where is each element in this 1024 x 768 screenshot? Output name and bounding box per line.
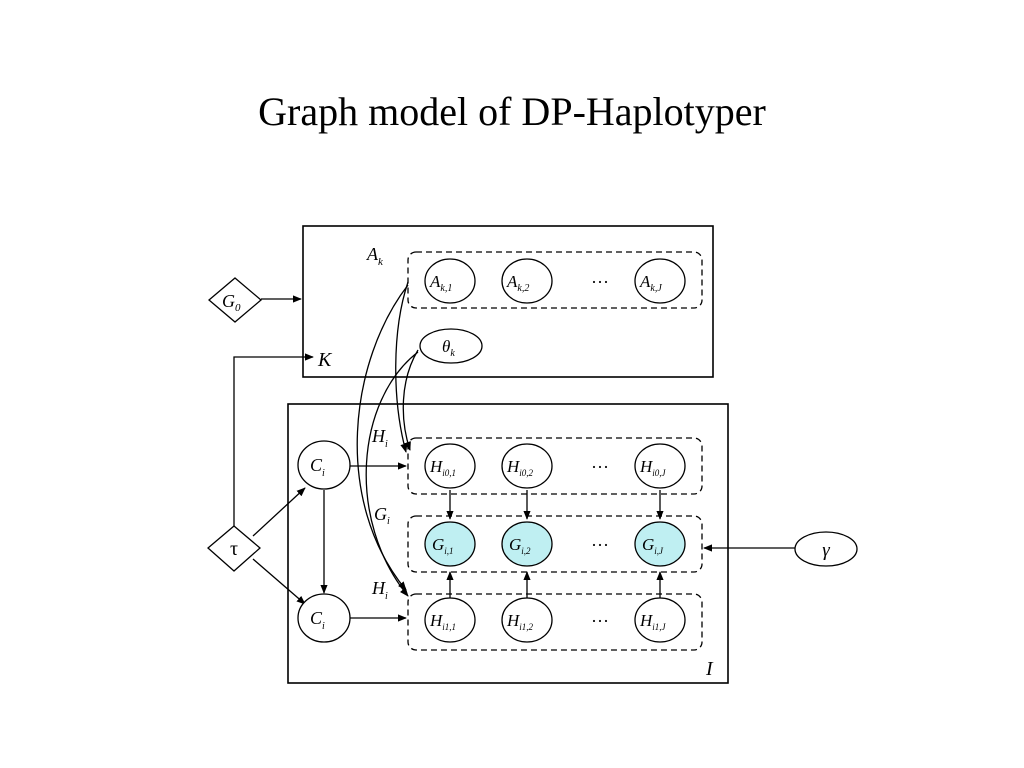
g-node-1: Gi,1 (424, 521, 476, 567)
edge-tau-k (233, 353, 314, 527)
a-node-1: Ak,1 (424, 258, 476, 304)
a-group-label: Ak (366, 244, 384, 268)
h1-node-j: Hi1,J (634, 597, 686, 643)
h0-node-j: Hi0,J (634, 443, 686, 489)
svg-text:Ak,1: Ak,1 (429, 272, 452, 294)
svg-text:Gi,J: Gi,J (642, 535, 664, 556)
g0-node: G0 (207, 277, 263, 323)
a-node-j: Ak,J (634, 258, 686, 304)
svg-text:Hi0,2: Hi0,2 (506, 457, 534, 478)
svg-text:Ak,J: Ak,J (639, 272, 662, 294)
tau-node: τ (207, 525, 261, 572)
svg-text:Ci: Ci (310, 455, 325, 479)
edge-theta-h1 (365, 351, 419, 597)
g-node-2: Gi,2 (501, 521, 553, 567)
edge-theta-h0 (402, 349, 419, 451)
g-ellipsis: ··· (591, 535, 609, 555)
h1-group-label: Hi (371, 578, 388, 602)
group-h1 (407, 593, 703, 651)
svg-text:Hi0,J: Hi0,J (639, 457, 667, 478)
group-h0 (407, 437, 703, 495)
h0-node-1: Hi0,1 (424, 443, 476, 489)
svg-text:γ: γ (822, 540, 830, 561)
a-node-2: Ak,2 (501, 258, 553, 304)
h0-group-label: Hi (371, 426, 388, 450)
svg-text:Gi,2: Gi,2 (509, 535, 531, 556)
h1-ellipsis: ··· (591, 611, 609, 631)
gamma-node: γ (794, 531, 858, 567)
h0-node-2: Hi0,2 (501, 443, 553, 489)
svg-text:Ci: Ci (310, 608, 325, 632)
edge-a-h0 (395, 281, 409, 453)
svg-text:G0: G0 (222, 291, 241, 314)
g-group-label: Gi (374, 504, 390, 527)
svg-text:τ: τ (230, 538, 238, 560)
group-a (407, 251, 703, 309)
svg-text:Hi0,1: Hi0,1 (429, 457, 456, 478)
theta-node: θk (419, 328, 483, 364)
a-ellipsis: ··· (591, 272, 609, 292)
edge-tau-c1 (252, 558, 306, 605)
group-g (407, 515, 703, 573)
h1-node-1: Hi1,1 (424, 597, 476, 643)
svg-text:Gi,1: Gi,1 (432, 535, 454, 556)
svg-text:θk: θk (442, 337, 455, 359)
g-node-j: Gi,J (634, 521, 686, 567)
svg-text:Hi1,J: Hi1,J (639, 611, 667, 632)
c1-node: Ci (297, 593, 351, 643)
plate-i (287, 403, 729, 684)
plate-k-label: K (317, 349, 333, 371)
h0-ellipsis: ··· (591, 457, 609, 477)
svg-text:Ak,2: Ak,2 (506, 272, 529, 294)
h1-node-2: Hi1,2 (501, 597, 553, 643)
plate-k (302, 225, 714, 378)
c0-node: Ci (297, 440, 351, 490)
plate-i-label: I (705, 658, 714, 680)
svg-text:Hi1,1: Hi1,1 (429, 611, 456, 632)
edge-tau-c0 (252, 487, 306, 537)
svg-text:Hi1,2: Hi1,2 (506, 611, 534, 632)
slide-title: Graph model of DP-Haplotyper (258, 89, 766, 134)
